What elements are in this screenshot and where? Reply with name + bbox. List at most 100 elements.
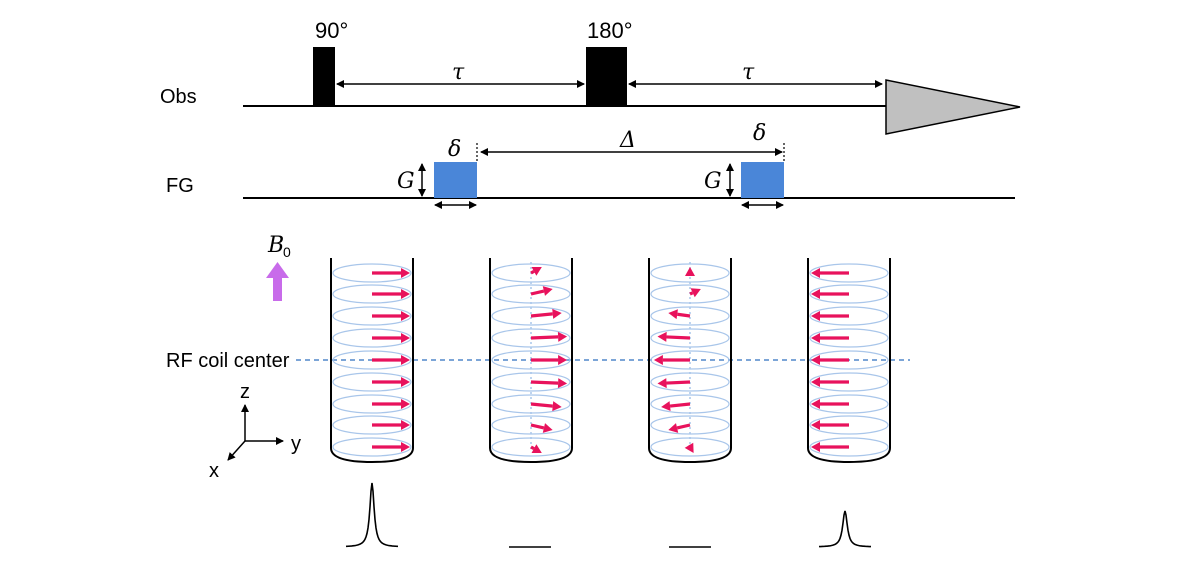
spin-layer-disk bbox=[332, 394, 412, 414]
spin-layer-disk bbox=[809, 328, 889, 348]
spin-layer-disk bbox=[809, 263, 889, 283]
delta1-label: δ bbox=[448, 137, 461, 162]
magnetization-arrow-head bbox=[811, 355, 820, 365]
tau2-label: τ bbox=[742, 60, 755, 85]
spin-layer-disk bbox=[809, 350, 889, 370]
magnetization-arrow-head bbox=[690, 288, 701, 298]
magnetization-arrow-head bbox=[657, 378, 667, 389]
magnetization-arrow bbox=[530, 312, 553, 318]
magnetization-arrow-head bbox=[668, 309, 678, 320]
magnetization-arrow-head bbox=[668, 423, 679, 433]
pulse-90-label: 90° bbox=[315, 18, 348, 43]
tau1-label: τ bbox=[452, 60, 465, 85]
spin-layer-disk bbox=[809, 372, 889, 392]
magnetization-arrow-head bbox=[811, 399, 820, 409]
gradient-pulse-1 bbox=[434, 162, 477, 198]
spin-layer-disk bbox=[809, 394, 889, 414]
magnetization-arrow-head bbox=[401, 377, 410, 387]
spectrum-peak-small bbox=[818, 510, 872, 548]
tube-outline bbox=[807, 258, 891, 464]
spectra bbox=[345, 482, 872, 548]
magnetization-arrow-head bbox=[401, 399, 410, 409]
magnetization-arrow bbox=[669, 402, 691, 408]
tube-outline bbox=[489, 258, 573, 464]
axis-z-label: z bbox=[240, 381, 250, 403]
spin-layer-disk bbox=[332, 306, 412, 326]
magnetization-arrow bbox=[666, 380, 691, 385]
b0-subscript: 0 bbox=[283, 244, 291, 260]
magnetization-arrow-head bbox=[531, 266, 542, 276]
magnetization-arrow-head bbox=[401, 311, 410, 321]
magnetization-arrow bbox=[530, 423, 545, 430]
spin-layer-disk bbox=[332, 437, 412, 457]
b0-label: B bbox=[267, 233, 284, 258]
magnetization-arrow bbox=[689, 291, 694, 296]
magnetization-arrow-head bbox=[685, 267, 695, 276]
tube-4 bbox=[807, 258, 891, 464]
fid-acquisition bbox=[885, 79, 1021, 135]
magnetization-arrow-head bbox=[401, 355, 410, 365]
magnetization-arrow-head bbox=[401, 333, 410, 343]
spin-layer-disk bbox=[332, 415, 412, 435]
spin-layer-disk bbox=[809, 306, 889, 326]
tube-3 bbox=[648, 258, 732, 464]
tube-outline bbox=[648, 258, 732, 464]
delta2-label: δ bbox=[753, 121, 766, 146]
magnetization-arrow bbox=[530, 402, 553, 408]
magnetization-arrow-head bbox=[542, 286, 553, 296]
sample-tubes bbox=[330, 258, 891, 464]
spin-layer-disk bbox=[332, 350, 412, 370]
spin-layer-disk bbox=[809, 437, 889, 457]
magnetization-arrow-head bbox=[811, 311, 820, 321]
spin-layer-disk bbox=[809, 415, 889, 435]
magnetization-arrow bbox=[530, 380, 559, 385]
fg-channel-label: FG bbox=[166, 175, 194, 197]
magnetization-arrow-head bbox=[401, 289, 410, 299]
g1-label: G bbox=[397, 169, 415, 194]
pulse-180 bbox=[586, 47, 627, 106]
spin-layer-disk bbox=[809, 284, 889, 304]
magnetization-arrow-head bbox=[811, 333, 820, 343]
magnetization-arrow-head bbox=[542, 423, 553, 433]
coordinate-axes bbox=[227, 404, 284, 461]
magnetization-arrow-head bbox=[657, 331, 667, 342]
magnetization-arrow bbox=[530, 269, 535, 275]
spin-layer-disk bbox=[332, 284, 412, 304]
magnetization-arrow bbox=[530, 335, 559, 340]
rf-coil-center-label: RF coil center bbox=[166, 350, 290, 372]
g2-label: G bbox=[704, 169, 722, 194]
b0-arrow bbox=[266, 262, 289, 301]
magnetization-arrow-head bbox=[401, 420, 410, 430]
magnetization-arrow-head bbox=[552, 308, 562, 319]
axis-y-label: y bbox=[291, 433, 301, 455]
gradient-pulse-2 bbox=[741, 162, 784, 198]
magnetization-arrow-head bbox=[401, 442, 410, 452]
spectrum-peak-full bbox=[345, 482, 399, 548]
magnetization-arrow-head bbox=[811, 289, 820, 299]
magnetization-arrow-head bbox=[557, 378, 568, 389]
magnetization-arrow-head bbox=[811, 268, 820, 278]
tube-2 bbox=[489, 258, 573, 464]
magnetization-arrow bbox=[530, 445, 535, 451]
big-delta-label: Δ bbox=[619, 128, 636, 153]
magnetization-arrow-head bbox=[401, 268, 410, 278]
pulse-180-label: 180° bbox=[587, 18, 633, 43]
magnetization-arrow-head bbox=[684, 442, 694, 453]
magnetization-arrow-head bbox=[811, 420, 820, 430]
magnetization-arrow bbox=[676, 423, 691, 430]
magnetization-arrow-head bbox=[811, 442, 820, 452]
tube-outline bbox=[330, 258, 414, 464]
tube-1 bbox=[330, 258, 414, 464]
axis-x-label: x bbox=[209, 460, 219, 482]
magnetization-arrow-head bbox=[661, 401, 671, 412]
magnetization-arrow-head bbox=[531, 444, 542, 454]
spin-layer-disk bbox=[332, 328, 412, 348]
magnetization-arrow-head bbox=[811, 377, 820, 387]
spin-layer-disk bbox=[332, 263, 412, 283]
magnetization-arrow-head bbox=[557, 331, 568, 342]
obs-channel-label: Obs bbox=[160, 86, 197, 108]
pulse-90 bbox=[313, 47, 335, 106]
magnetization-arrow-head bbox=[552, 401, 562, 412]
